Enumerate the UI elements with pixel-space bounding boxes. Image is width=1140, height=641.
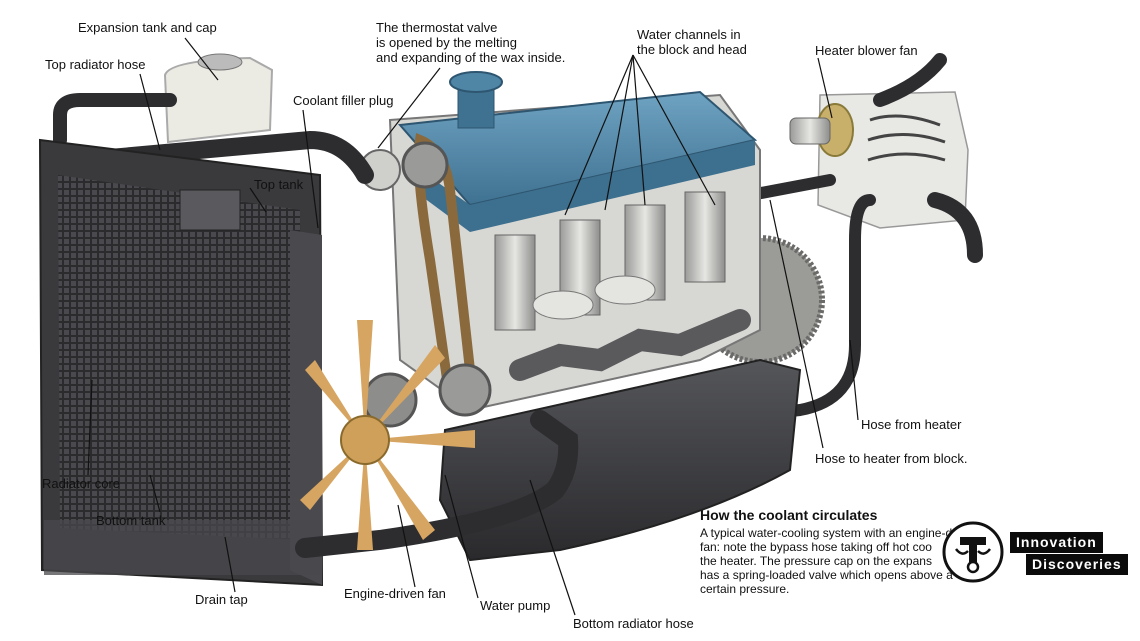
label-hose-to-heater: Hose to heater from block. [815, 451, 968, 466]
overflow-hose [53, 93, 177, 147]
caption-line: the heater. The pressure cap on the expa… [700, 554, 932, 568]
top-radiator-hose [101, 130, 374, 184]
label-water-channels: Water channels in the block and head [637, 27, 747, 57]
brand-name-line-1: Innovation [1010, 532, 1103, 553]
label-thermostat-line: and expanding of the wax inside. [376, 50, 566, 65]
heater-unit [817, 53, 983, 263]
label-bottom-tank: Bottom tank [96, 513, 166, 528]
brand-logo-icon [942, 521, 1004, 583]
camshaft-pulley [401, 141, 449, 189]
caption-line: A typical water-cooling system with an e… [700, 526, 953, 540]
label-heater-blower-fan: Heater blower fan [815, 43, 918, 58]
hose-from-heater [594, 194, 876, 436]
label-top-radiator-hose: Top radiator hose [45, 57, 146, 72]
heater-blower-fan [789, 103, 854, 157]
label-radiator-core: Radiator core [42, 476, 121, 491]
oil-filler-neck [449, 71, 503, 129]
brand-name-line-2: Discoveries [1026, 554, 1128, 575]
label-thermostat-line: The thermostat valve [376, 20, 498, 35]
label-engine-driven-fan: Engine-driven fan [344, 586, 446, 601]
label-hose-from-heater: Hose from heater [861, 417, 962, 432]
label-water-pump: Water pump [480, 598, 551, 613]
caption-body: A typical water-cooling system with an e… [700, 526, 1000, 596]
leader-lines [87, 37, 859, 616]
radiator [38, 138, 324, 587]
label-bottom-radiator-hose: Bottom radiator hose [573, 616, 694, 631]
label-thermostat-line: is opened by the melting [376, 35, 517, 50]
engine-block [388, 90, 761, 412]
label-drain-tap: Drain tap [195, 592, 248, 607]
label-expansion-tank: Expansion tank and cap [78, 20, 217, 35]
expansion-tank [163, 53, 274, 144]
label-water-channels-line: Water channels in [637, 27, 741, 42]
crankshaft-pulley [438, 363, 492, 417]
caption-title: How the coolant circulates [700, 507, 878, 523]
engine-driven-fan [300, 320, 475, 550]
caption-line: fan: note the bypass hose taking off hot… [700, 540, 932, 554]
label-top-tank: Top tank [254, 177, 304, 192]
label-coolant-filler-plug: Coolant filler plug [293, 93, 394, 108]
label-thermostat: The thermostat valve is opened by the me… [376, 20, 565, 65]
label-water-channels-line: the block and head [637, 42, 747, 57]
caption-line: has a spring-loaded valve which opens ab… [700, 568, 953, 582]
caption-line: certain pressure. [700, 582, 790, 596]
